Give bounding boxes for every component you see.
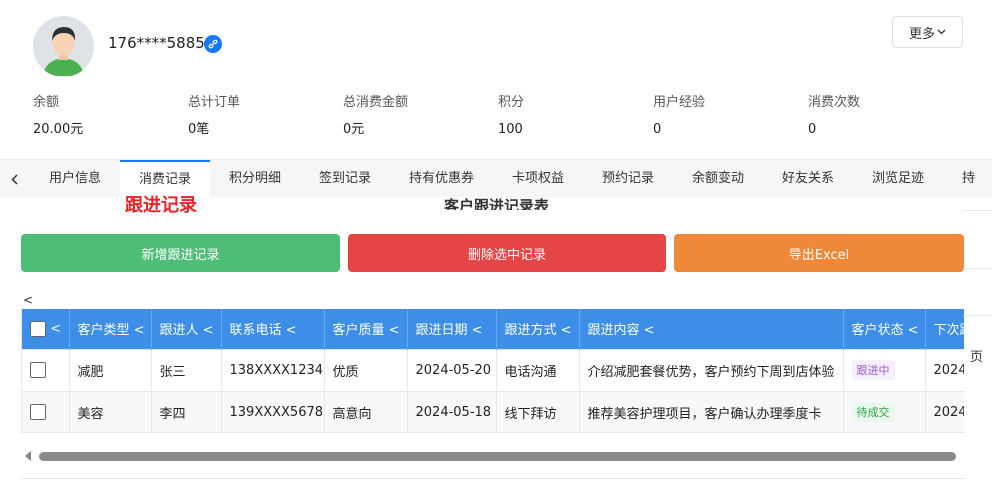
stat-value: 100: [498, 122, 523, 137]
user-phone: 176****5885: [108, 34, 205, 52]
status-badge: 待成交: [851, 402, 895, 423]
stat-label: 余额: [33, 95, 60, 110]
tab-history[interactable]: 浏览足迹: [872, 171, 925, 186]
col-header-type[interactable]: 客户类型 <: [69, 309, 152, 349]
stat-orders: 总计订单 0笔: [188, 94, 240, 139]
side-panel-text: 页: [970, 350, 984, 365]
cell-phone: 138XXXX1234: [221, 348, 325, 391]
stat-value: 0: [808, 122, 817, 137]
scrollbar-thumb[interactable]: [39, 452, 956, 461]
stat-label: 用户经验: [653, 95, 706, 110]
divider: [963, 315, 992, 316]
stat-experience: 用户经验 0: [653, 94, 705, 139]
tab-appointments[interactable]: 预约记录: [602, 171, 655, 186]
cell-next: 2024: [925, 348, 964, 391]
col-header-phone[interactable]: 联系电话 <: [221, 309, 325, 349]
col-header-content[interactable]: 跟进内容 <: [579, 309, 844, 349]
col-header-quality[interactable]: 客户质量 <: [324, 309, 408, 349]
cell-method: 线下拜访: [496, 390, 580, 432]
link-icon[interactable]: [204, 35, 222, 53]
select-all-checkbox[interactable]: [30, 320, 46, 337]
stat-value: 0笔: [188, 122, 210, 137]
cell-quality: 高意向: [324, 390, 408, 432]
cell-next: 2024: [925, 390, 964, 432]
tab-checkin[interactable]: 签到记录: [319, 171, 372, 186]
cell-date: 2024-05-18: [407, 390, 497, 432]
divider: [963, 268, 992, 269]
col-header-method[interactable]: 跟进方式 <: [496, 309, 580, 349]
stat-value: 0元: [343, 122, 365, 137]
row-checkbox[interactable]: [30, 362, 46, 378]
tab-consumption[interactable]: 消费记录: [120, 160, 210, 198]
tab-points-detail[interactable]: 积分明细: [229, 171, 282, 186]
more-label: 更多: [908, 26, 935, 42]
avatar-icon: [33, 16, 94, 77]
col-header-owner[interactable]: 跟进人 <: [151, 309, 222, 349]
cell-type: 美容: [69, 390, 152, 432]
cell-phone: 139XXXX5678: [221, 390, 325, 432]
table-row[interactable]: 美容 李四 139XXXX5678 高意向 2024-05-18 线下拜访 推荐…: [22, 390, 964, 432]
add-followup-button[interactable]: 新增跟进记录: [21, 234, 340, 272]
cell-owner: 李四: [151, 390, 222, 432]
select-all-header[interactable]: <: [22, 309, 70, 349]
more-button[interactable]: 更多: [892, 16, 963, 48]
stat-balance: 余额 20.00元: [33, 94, 83, 139]
followup-title: 跟进记录: [125, 195, 197, 216]
stat-total-spend: 总消费金额 0元: [343, 94, 408, 139]
delete-selected-button[interactable]: 删除选中记录: [348, 234, 666, 272]
table-horizontal-scrollbar[interactable]: [21, 448, 964, 464]
col-header-date[interactable]: 跟进日期 <: [407, 309, 497, 349]
stat-label: 积分: [498, 95, 525, 110]
tab-bar: 用户信息 消费记录 积分明细 签到记录 持有优惠券 卡项权益 预约记录 余额变动…: [0, 159, 992, 198]
stat-value: 20.00元: [33, 122, 84, 137]
tab-user-info[interactable]: 用户信息: [49, 171, 102, 186]
col-header-status[interactable]: 客户状态 <: [843, 309, 926, 349]
tab-scroll-left-icon[interactable]: [0, 160, 28, 198]
stat-value: 0: [653, 122, 662, 137]
stat-label: 总计订单: [188, 95, 241, 110]
tab-coupons[interactable]: 持有优惠券: [409, 171, 475, 186]
col-header-next[interactable]: 下次跟: [925, 309, 964, 349]
row-checkbox[interactable]: [30, 404, 46, 421]
table-title: 客户跟进记录表: [444, 197, 550, 210]
cell-method: 电话沟通: [496, 348, 580, 391]
divider: [963, 210, 992, 211]
cell-content: 推荐美容护理项目，客户确认办理季度卡: [579, 390, 844, 432]
sort-hint: <: [23, 293, 34, 307]
tab-friends[interactable]: 好友关系: [782, 171, 835, 186]
stat-visits: 消费次数 0: [808, 94, 860, 139]
cell-type: 减肥: [69, 348, 152, 391]
cell-date: 2024-05-20: [407, 348, 497, 391]
tab-balance-change[interactable]: 余额变动: [692, 171, 745, 186]
tab-card-benefits[interactable]: 卡项权益: [512, 171, 565, 186]
divider: [21, 478, 964, 479]
cell-quality: 优质: [324, 348, 408, 391]
avatar: [33, 16, 94, 77]
table-header-row: < 客户类型 < 跟进人 < 联系电话 < 客户质量 < 跟进日期 < 跟进方式…: [22, 309, 964, 349]
stat-label: 消费次数: [808, 95, 861, 110]
chevron-down-icon: [937, 29, 946, 35]
status-badge: 跟进中: [851, 360, 895, 380]
cell-owner: 张三: [151, 348, 222, 391]
cell-content: 介绍减肥套餐优势，客户预约下周到店体验: [579, 348, 844, 391]
table-row[interactable]: 减肥 张三 138XXXX1234 优质 2024-05-20 电话沟通 介绍减…: [22, 348, 964, 391]
followup-table: < 客户类型 < 跟进人 < 联系电话 < 客户质量 < 跟进日期 < 跟进方式…: [21, 309, 964, 433]
export-excel-button[interactable]: 导出Excel: [674, 234, 964, 272]
stat-label: 总消费金额: [343, 95, 409, 110]
tab-more-cut[interactable]: 持: [962, 171, 976, 186]
stat-points: 积分 100: [498, 94, 524, 139]
scroll-left-arrow-icon[interactable]: [25, 451, 31, 461]
